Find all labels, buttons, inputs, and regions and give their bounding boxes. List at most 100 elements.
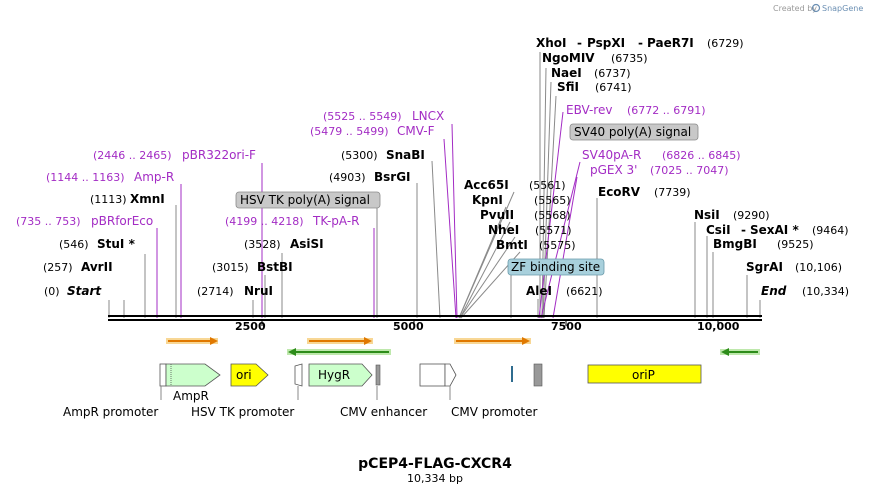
enzyme-pspxi: PspXI [587, 36, 625, 50]
credit-prefix: Created by [773, 4, 817, 13]
enzyme-nhei: NheI [488, 223, 519, 237]
primer-pbrforeco-range: (735 .. 753) [16, 215, 81, 228]
plasmid-name: pCEP4-FLAG-CXCR4 [358, 456, 512, 472]
enzyme-nhei-pos: (5571) [535, 224, 572, 237]
primer-pbr322ori-f-range: (2446 .. 2465) [93, 149, 172, 162]
ampr-feature [165, 363, 221, 387]
enzyme-nrui: NruI [244, 284, 273, 298]
primer-cmvf: CMV-F [397, 124, 435, 138]
orip-label: oriP [632, 368, 655, 382]
enzyme-snabi: SnaBI [386, 148, 425, 162]
cmv-enhancer-label: CMV enhancer [340, 405, 427, 419]
cmv-promoter-label: CMV promoter [451, 405, 538, 419]
plasmid-size: 10,334 bp [407, 472, 463, 485]
enzyme-xhoi-pos: (6729) [707, 37, 744, 50]
enzyme-csii-pos: (9464) [812, 224, 849, 237]
ori-feature [230, 363, 269, 387]
enzyme-sexai: SexAI * [750, 223, 799, 237]
primer-pbrforeco: pBRforEco [91, 214, 153, 228]
sequence-backbone: 2500 5000 7500 10,000 [108, 315, 762, 333]
enzyme-sfii: SfiI [557, 80, 579, 94]
enzyme-acc65i: Acc65I [464, 178, 509, 192]
ampr-label: AmpR [173, 389, 209, 403]
enzyme-sgrai-pos: (10,106) [795, 261, 842, 274]
enzyme-alei: AleI [526, 284, 552, 298]
enzyme-paer7i: PaeR7I [647, 36, 694, 50]
ruler-label-2500: 2500 [235, 320, 266, 333]
primer-labels: (5525 .. 5549) LNCX (5479 .. 5499) CMV-F… [16, 103, 741, 228]
enzyme-snabi-pos: (5300) [341, 149, 378, 162]
tk-polya-feature [375, 364, 381, 386]
enzyme-nsii: NsiI [694, 208, 720, 222]
orf-arrow-3 [307, 337, 373, 345]
enzyme-xmni: XmnI [130, 192, 165, 206]
enzyme-bsrgi-pos: (4903) [329, 171, 366, 184]
svg-text:-: - [638, 36, 643, 50]
orf-arrow-2 [287, 348, 391, 356]
primer-amp-r: Amp-R [134, 170, 174, 184]
primer-amp-r-range: (1144 .. 1163) [46, 171, 125, 184]
enzyme-avrii-pos: (257) [43, 261, 73, 274]
primer-lncx: LNCX [412, 109, 444, 123]
primer-cmvf-range: (5479 .. 5499) [310, 125, 389, 138]
ampr-promoter-label: AmpR promoter [63, 405, 158, 419]
primer-pbr322ori-f: pBR322ori-F [182, 148, 256, 162]
primer-pgex3: pGEX 3' [590, 163, 637, 177]
sv40-polya-label: SV40 poly(A) signal [574, 125, 691, 139]
enzyme-naei-pos: (6737) [594, 67, 631, 80]
end-pos: (10,334) [802, 285, 849, 298]
enzyme-nrui-pos: (2714) [197, 285, 234, 298]
hygr-label: HygR [318, 368, 350, 382]
enzyme-stui: StuI * [97, 237, 136, 251]
boxed-labels: SV40 poly(A) signal HSV TK poly(A) signa… [235, 123, 699, 276]
enzyme-leader-lines [108, 52, 761, 319]
ampr-promoter-feature [159, 363, 167, 387]
primer-lncx-range: (5525 .. 5549) [323, 110, 402, 123]
ori-label: ori [236, 368, 252, 382]
primer-leader-lines [156, 111, 581, 319]
enzyme-ecorv-pos: (7739) [654, 186, 691, 199]
primer-sv40pa-r-range: (6826 .. 6845) [662, 149, 741, 162]
enzyme-kpni-pos: (5565) [534, 194, 571, 207]
enzyme-pvuii-pos: (5568) [534, 209, 571, 222]
enzyme-sgrai: SgrAI [746, 260, 783, 274]
enzyme-sfii-pos: (6741) [595, 81, 632, 94]
primer-pgex3-range: (7025 .. 7047) [650, 164, 729, 177]
svg-text:-: - [741, 223, 746, 237]
start-pos: (0) [44, 285, 60, 298]
enzyme-acc65i-pos: (5561) [529, 179, 566, 192]
enzyme-pvuii: PvuII [480, 208, 514, 222]
enzyme-bstbi: BstBI [257, 260, 293, 274]
ruler-label-10000: 10,000 [697, 320, 740, 333]
primer-tk-pa-r: TK-pA-R [312, 214, 360, 228]
primer-tk-pa-r-range: (4199 .. 4218) [225, 215, 304, 228]
end-label: End [761, 284, 787, 298]
feature-pointer-lines [160, 386, 451, 400]
enzyme-csii: CsiI [706, 223, 731, 237]
orf-arrow-4 [454, 337, 531, 345]
enzyme-xhoi: XhoI [536, 36, 567, 50]
credit-brand: SnapGene [822, 4, 863, 13]
orf-arrows [166, 337, 760, 356]
enzyme-ngomiv-pos: (6735) [611, 52, 648, 65]
ruler-label-7500: 7500 [551, 320, 582, 333]
enzyme-kpni: KpnI [472, 193, 503, 207]
enzyme-asisi-pos: (3528) [244, 238, 281, 251]
ruler-label-5000: 5000 [393, 320, 424, 333]
sv40-polya-feature [533, 363, 543, 387]
start-label: Start [67, 284, 102, 298]
hsv-tk-polya-label: HSV TK poly(A) signal [240, 193, 370, 207]
enzyme-ecorv: EcoRV [598, 185, 641, 199]
enzyme-alei-pos: (6621) [566, 285, 603, 298]
cmv-promoter-feature [444, 363, 457, 387]
enzyme-xmni-pos: (1113) [90, 193, 127, 206]
snapgene-logo-icon [811, 3, 821, 13]
enzyme-naei: NaeI [551, 66, 582, 80]
enzyme-bmti-pos: (5575) [539, 239, 576, 252]
features: ori HygR oriP [159, 363, 702, 387]
enzyme-stui-pos: (546) [59, 238, 89, 251]
enzyme-avrii: AvrII [81, 260, 113, 274]
enzyme-asisi: AsiSI [290, 237, 324, 251]
hsv-tk-promoter-label: HSV TK promoter [191, 405, 294, 419]
